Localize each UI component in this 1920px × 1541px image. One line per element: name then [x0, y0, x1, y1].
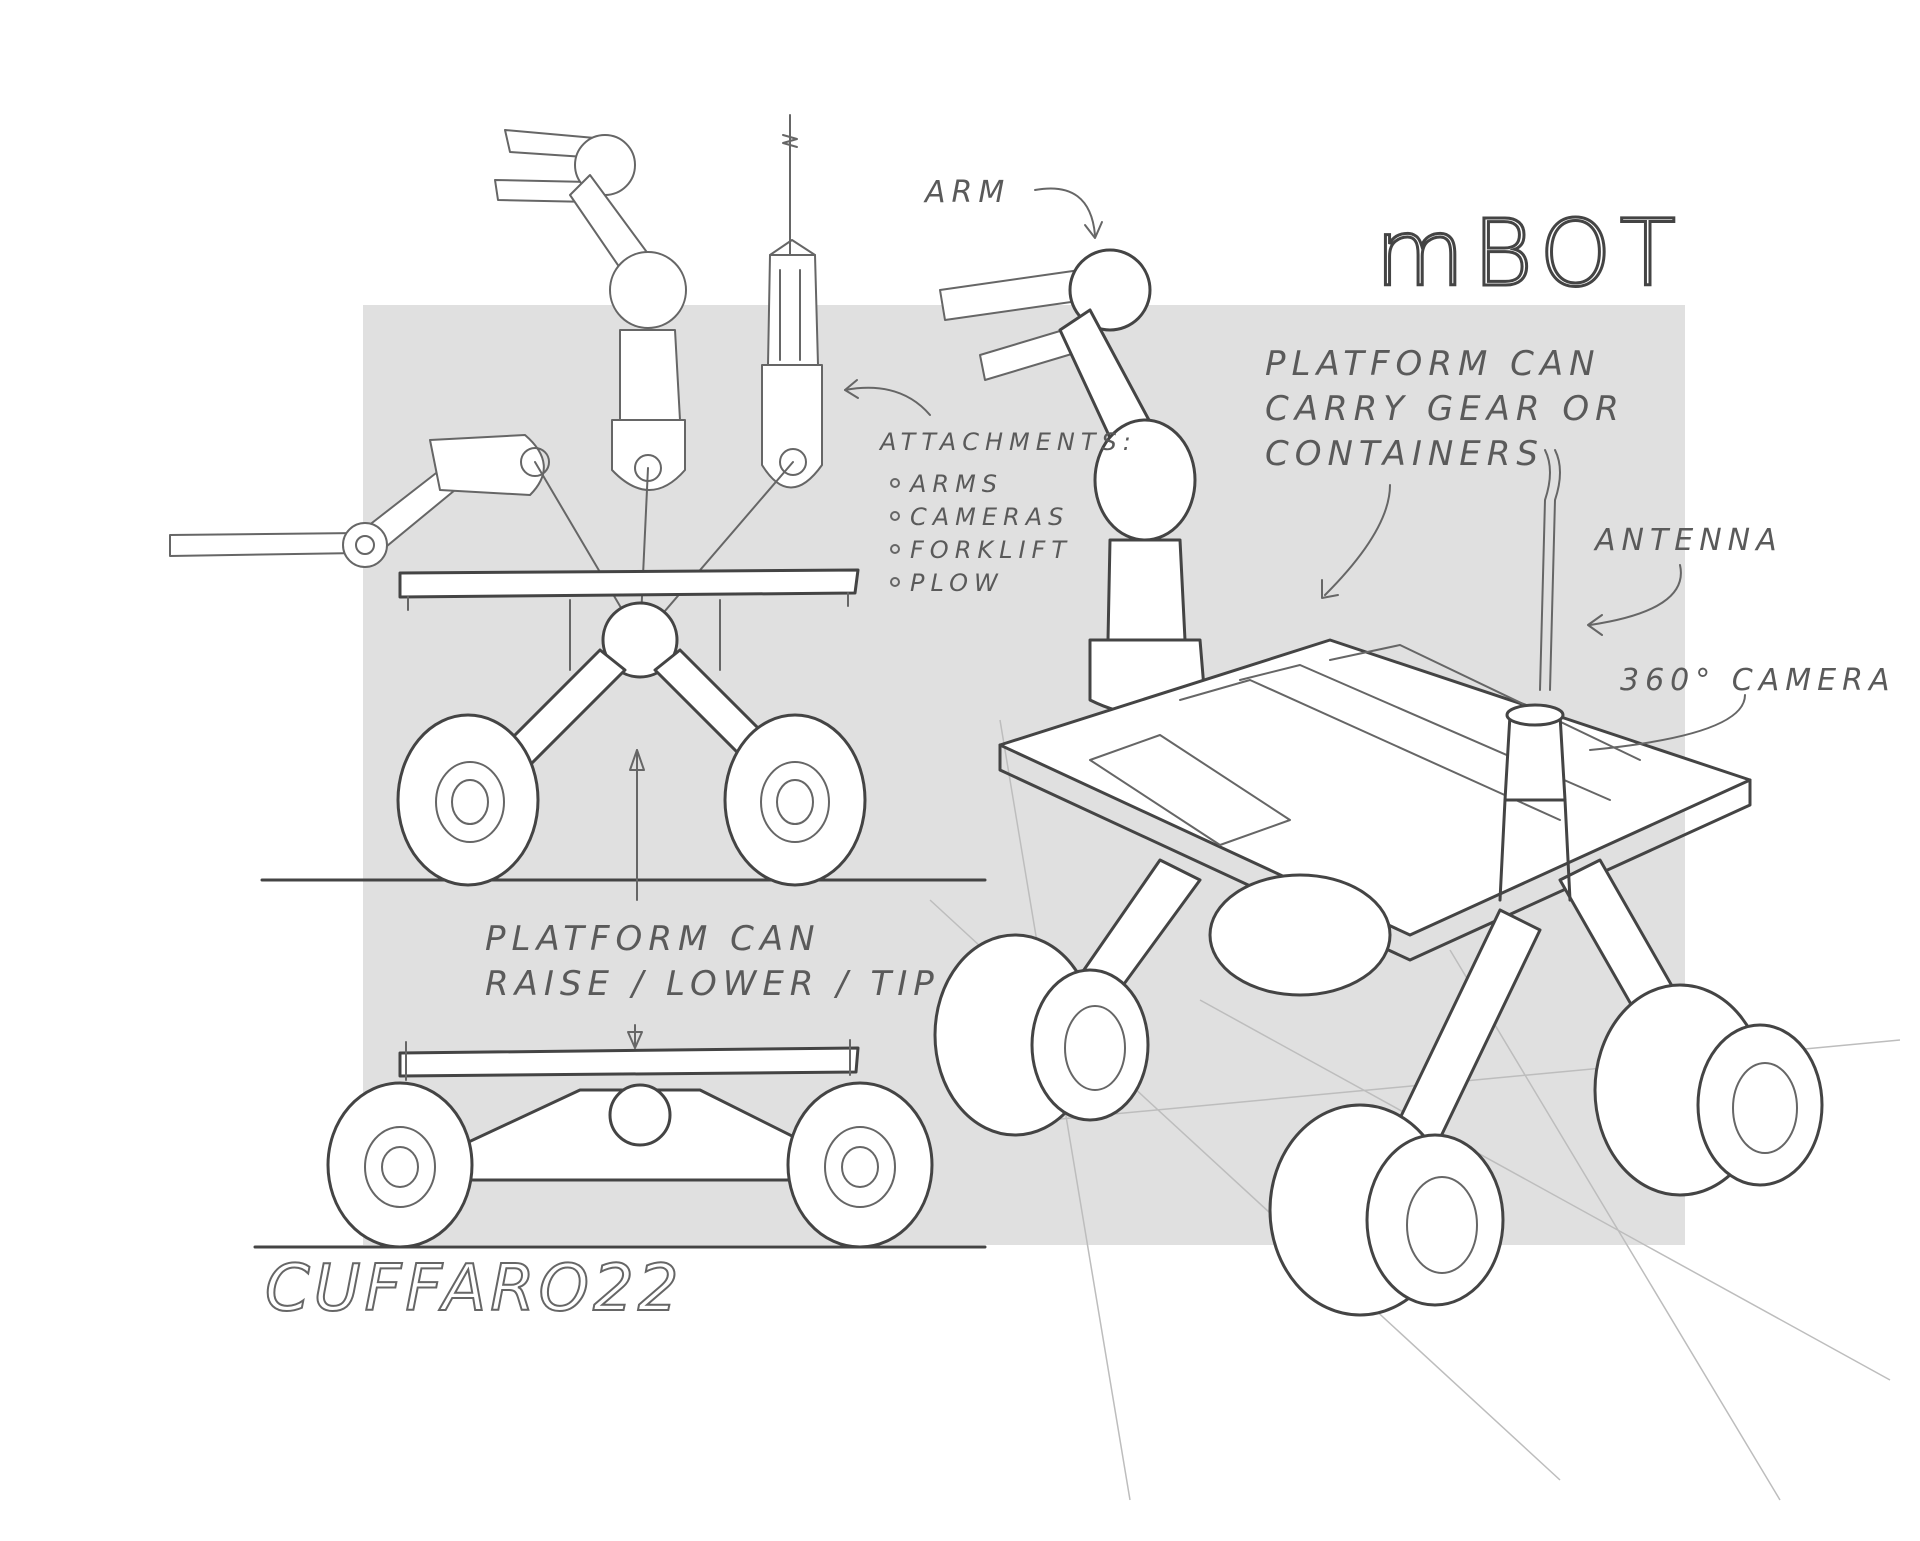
label-antenna: ANTENNA	[1593, 523, 1783, 558]
rover-wheel-front-left	[933, 933, 1150, 1137]
bullet-icon	[890, 511, 900, 521]
arm-arrow	[1034, 187, 1096, 236]
rover-360-camera	[1498, 703, 1572, 902]
side-view-left-wheel	[326, 1081, 474, 1249]
attachment-arm-raised	[494, 129, 687, 491]
bullet-icon	[890, 544, 900, 554]
platform-carry-arrow	[1324, 484, 1391, 596]
svg-text:CONTAINERS: CONTAINERS	[1265, 434, 1544, 474]
artist-signature: CUFFARO22	[265, 1252, 682, 1326]
front-view-right-wheel	[723, 713, 867, 887]
annotation-arrows	[844, 187, 1746, 751]
antenna-arrow	[1589, 564, 1682, 626]
camera-arrow	[1589, 694, 1746, 751]
svg-text:CARRY GEAR OR: CARRY GEAR OR	[1265, 389, 1625, 429]
rover-side-view	[326, 1024, 934, 1249]
rover-front-view	[396, 568, 867, 901]
attachment-camera-mast	[761, 114, 823, 489]
attachments-heading: ATTACHMENTS:	[878, 428, 1137, 456]
rover-arm	[939, 248, 1207, 717]
svg-text:CAMERAS: CAMERAS	[910, 503, 1069, 531]
rover-perspective-view	[933, 248, 1824, 1317]
svg-text:RAISE / LOWER / TIP: RAISE / LOWER / TIP	[485, 964, 940, 1004]
svg-text:PLATFORM CAN: PLATFORM CAN	[1265, 344, 1601, 384]
label-arm: ARM	[923, 175, 1010, 210]
front-view-left-wheel	[396, 713, 540, 887]
attachments-arrow	[844, 386, 931, 416]
label-360-camera: 360° CAMERA	[1620, 663, 1895, 698]
attachment-arm-flat	[169, 434, 550, 568]
side-view-right-wheel	[786, 1081, 934, 1249]
bullet-icon	[890, 478, 900, 488]
label-platform-carry: PLATFORM CAN CARRY GEAR OR CONTAINERS	[1265, 344, 1625, 474]
svg-text:FORKLIFT: FORKLIFT	[910, 536, 1072, 564]
label-platform-raise: PLATFORM CAN RAISE / LOWER / TIP	[485, 919, 940, 1004]
rover-wheel-front-right	[1268, 1103, 1505, 1317]
title-mbot: mBOT	[1375, 200, 1684, 307]
bullet-icon	[890, 577, 900, 587]
svg-text:ARMS: ARMS	[908, 470, 1003, 498]
rover-wheel-rear-right	[1593, 983, 1824, 1197]
svg-text:PLATFORM CAN: PLATFORM CAN	[485, 919, 821, 959]
svg-text:PLOW: PLOW	[910, 569, 1004, 597]
attachments-list: ATTACHMENTS: ARMS CAMERAS FORKLIFT PLOW	[878, 428, 1137, 597]
rover-antenna	[1539, 449, 1561, 691]
